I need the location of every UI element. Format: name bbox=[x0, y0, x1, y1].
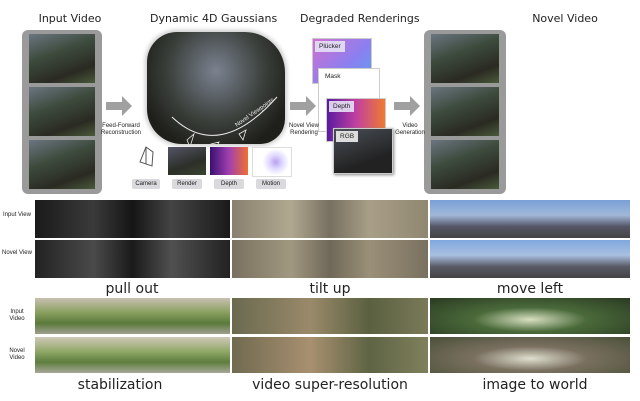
stabilization-input bbox=[35, 298, 230, 334]
arrow-icon bbox=[290, 96, 316, 116]
stabilization-novel bbox=[35, 337, 230, 373]
depth-label: Depth bbox=[329, 101, 355, 112]
label-novel-view-rendering: Novel View Rendering bbox=[289, 123, 319, 136]
caption-image-to-world: image to world bbox=[482, 377, 588, 393]
tilt-up-novel bbox=[232, 240, 428, 278]
pull-out-input bbox=[35, 200, 230, 238]
caption-move-left: move left bbox=[496, 281, 564, 297]
rgb-card: RGB bbox=[333, 128, 393, 174]
caption-pull-out: pull out bbox=[105, 281, 159, 297]
tag-depth: Depth bbox=[214, 179, 244, 189]
row-label-novel-video: Novel Video bbox=[9, 348, 25, 361]
depth-thumb bbox=[210, 147, 248, 175]
tag-render: Render bbox=[172, 179, 202, 189]
motion-thumb bbox=[252, 147, 292, 177]
title-input-video: Input Video bbox=[38, 12, 102, 25]
caption-super-resolution: video super-resolution bbox=[252, 377, 408, 393]
move-left-input bbox=[430, 200, 630, 238]
render-thumb bbox=[168, 147, 206, 175]
title-novel-video: Novel Video bbox=[532, 12, 598, 25]
camera-icon bbox=[139, 146, 154, 167]
row-label-novel-view: Novel View bbox=[2, 250, 32, 256]
title-degraded: Degraded Renderings bbox=[300, 12, 420, 25]
image-to-world-input bbox=[430, 298, 630, 334]
pull-out-novel bbox=[35, 240, 230, 278]
move-left-novel bbox=[430, 240, 630, 278]
caption-tilt-up: tilt up bbox=[309, 281, 351, 297]
rgb-label: RGB bbox=[336, 131, 359, 142]
input-film-strip bbox=[22, 30, 102, 194]
label-video-generation: Video Generation bbox=[395, 123, 425, 136]
row-label-input-video: Input Video bbox=[9, 309, 25, 322]
arrow-icon bbox=[106, 96, 132, 116]
tilt-up-input bbox=[232, 200, 428, 238]
label-feed-forward: Feed-Forward Reconstruction bbox=[100, 123, 142, 136]
tag-motion: Motion bbox=[256, 179, 286, 189]
super-resolution-input bbox=[232, 298, 428, 334]
image-to-world-novel bbox=[430, 337, 630, 373]
plucker-label: Plücker bbox=[315, 41, 345, 52]
mask-label: Mask bbox=[321, 71, 345, 82]
tag-camera: Camera bbox=[132, 179, 160, 189]
title-4d-gaussians: Dynamic 4D Gaussians bbox=[150, 12, 278, 25]
arrow-icon bbox=[394, 96, 420, 116]
novel-film-strip bbox=[424, 30, 506, 194]
row-label-input-view: Input View bbox=[3, 212, 31, 218]
gaussian-scene: Novel Viewpoints bbox=[147, 32, 285, 144]
caption-stabilization: stabilization bbox=[77, 377, 163, 393]
super-resolution-novel bbox=[232, 337, 428, 373]
